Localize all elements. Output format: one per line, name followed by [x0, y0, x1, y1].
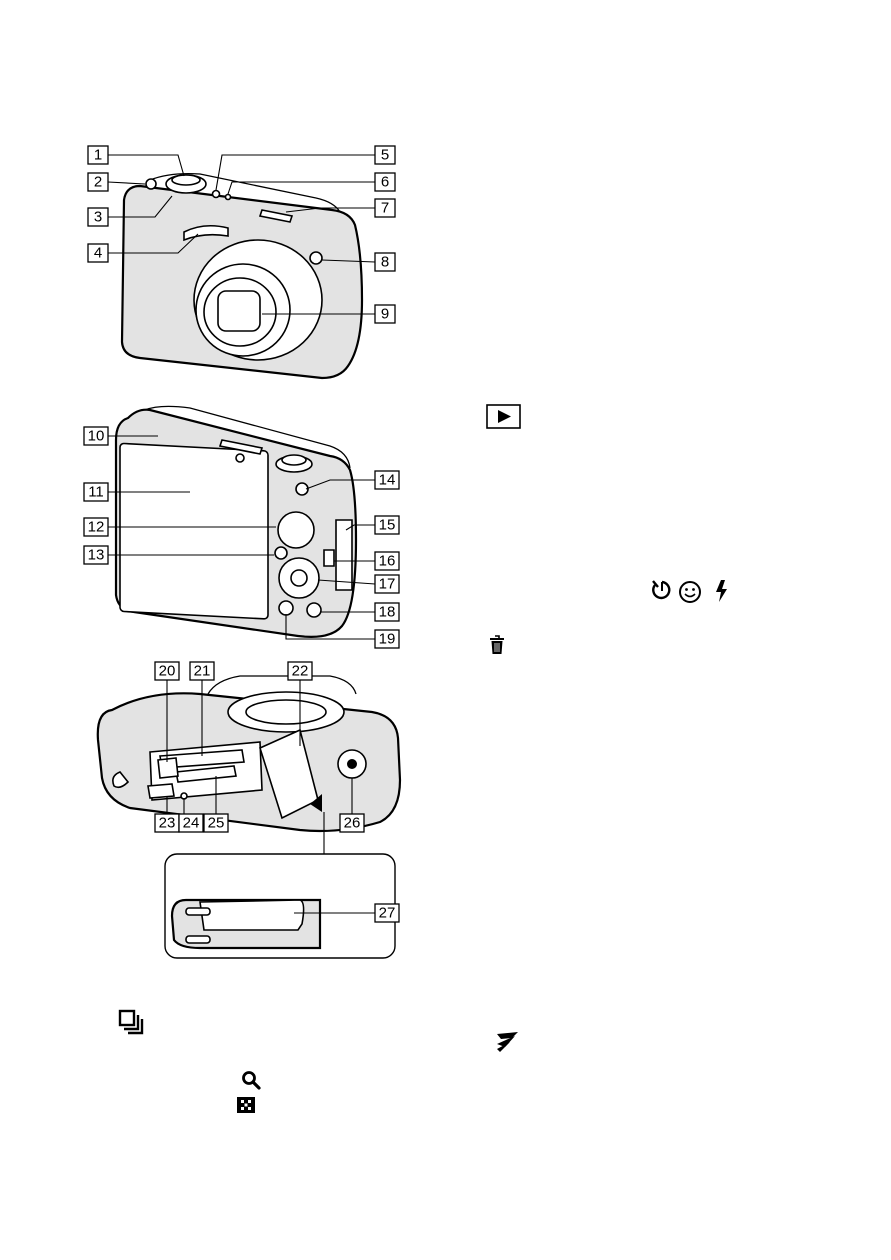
- svg-text:9: 9: [381, 306, 389, 323]
- camera-bottom-view: [98, 676, 400, 831]
- battery-eject-lever: [158, 758, 178, 778]
- callout-3: 3: [88, 208, 108, 226]
- svg-text:20: 20: [159, 663, 176, 680]
- callout-10: 10: [84, 427, 108, 445]
- callout-8: 8: [375, 253, 395, 271]
- callout-5: 5: [375, 146, 395, 164]
- svg-text:19: 19: [379, 631, 396, 648]
- callout-16: 16: [375, 552, 399, 570]
- lcd-screen: [120, 443, 268, 619]
- playback-icon: [487, 405, 520, 428]
- smile-shutter-icon: [680, 582, 700, 602]
- svg-text:10: 10: [88, 428, 105, 445]
- callout-6: 6: [375, 173, 395, 191]
- menu-button: [279, 601, 293, 615]
- callout-11: 11: [84, 483, 108, 501]
- svg-text:15: 15: [379, 517, 396, 534]
- callout-23: 23: [155, 814, 179, 832]
- callout-19: 19: [375, 630, 399, 648]
- callout-4: 4: [88, 244, 108, 262]
- microphone: [226, 195, 231, 200]
- callout-9: 9: [375, 305, 395, 323]
- trash-icon: [490, 636, 504, 654]
- svg-text:8: 8: [381, 254, 389, 271]
- wrist-strap-icon: [497, 1032, 518, 1052]
- burst-icon: [120, 1011, 142, 1033]
- shutter-button-top: [172, 175, 200, 185]
- svg-text:13: 13: [88, 547, 105, 564]
- svg-text:2: 2: [94, 174, 102, 191]
- camera-back-view: [116, 406, 356, 636]
- svg-text:3: 3: [94, 209, 102, 226]
- tripod-socket: [347, 759, 357, 769]
- callout-7: 7: [375, 199, 395, 217]
- bottom-lens-inner: [246, 700, 326, 724]
- svg-text:25: 25: [208, 815, 225, 832]
- strap-hook-13: [275, 547, 287, 559]
- callout-2: 2: [88, 173, 108, 191]
- inset-port-top: [186, 908, 210, 915]
- delete-button: [307, 603, 321, 617]
- svg-text:6: 6: [381, 174, 389, 191]
- control-center-button: [291, 570, 307, 586]
- svg-text:1: 1: [94, 147, 102, 164]
- svg-text:24: 24: [183, 815, 200, 832]
- callout-18: 18: [375, 603, 399, 621]
- callout-22: 22: [288, 662, 312, 680]
- svg-text:14: 14: [379, 472, 396, 489]
- power-top: [236, 454, 244, 462]
- callout-17: 17: [375, 575, 399, 593]
- callout-26: 26: [340, 814, 364, 832]
- svg-text:21: 21: [194, 663, 211, 680]
- svg-text:4: 4: [94, 245, 102, 262]
- callout-21: 21: [190, 662, 214, 680]
- callout-1: 1: [88, 146, 108, 164]
- magnifier-icon: [244, 1073, 260, 1089]
- svg-text:26: 26: [344, 815, 361, 832]
- zoom-button: [278, 512, 314, 548]
- svg-text:17: 17: [379, 576, 396, 593]
- cover-flap: [200, 900, 304, 930]
- flash-icon: [716, 580, 727, 602]
- svg-text:7: 7: [381, 200, 389, 217]
- callout-24: 24: [179, 814, 203, 832]
- svg-text:27: 27: [379, 905, 396, 922]
- callout-27: 27: [375, 904, 399, 922]
- af-illuminator: [310, 252, 322, 264]
- shutter-top-cap: [282, 455, 306, 465]
- index-grid-icon: [237, 1097, 255, 1113]
- lamp-5: [213, 191, 220, 198]
- svg-text:11: 11: [88, 484, 104, 501]
- self-timer-icon: [653, 581, 669, 598]
- callout-14: 14: [375, 471, 399, 489]
- detail-inset: [165, 854, 395, 958]
- inset-port-bottom: [186, 936, 210, 943]
- callout-25: 25: [204, 814, 228, 832]
- svg-text:16: 16: [379, 553, 396, 570]
- side-cover: [336, 520, 352, 590]
- callout-20: 20: [155, 662, 179, 680]
- svg-text:12: 12: [88, 519, 105, 536]
- camera-front-view: [122, 174, 362, 378]
- multi-connector: [148, 784, 174, 798]
- svg-text:5: 5: [381, 147, 389, 164]
- svg-text:22: 22: [292, 663, 309, 680]
- lens-glass: [218, 291, 260, 331]
- svg-text:23: 23: [159, 815, 176, 832]
- callout-12: 12: [84, 518, 108, 536]
- svg-text:18: 18: [379, 604, 396, 621]
- power-button: [146, 179, 156, 189]
- strap-lug: [324, 550, 334, 566]
- callout-15: 15: [375, 516, 399, 534]
- callout-13: 13: [84, 546, 108, 564]
